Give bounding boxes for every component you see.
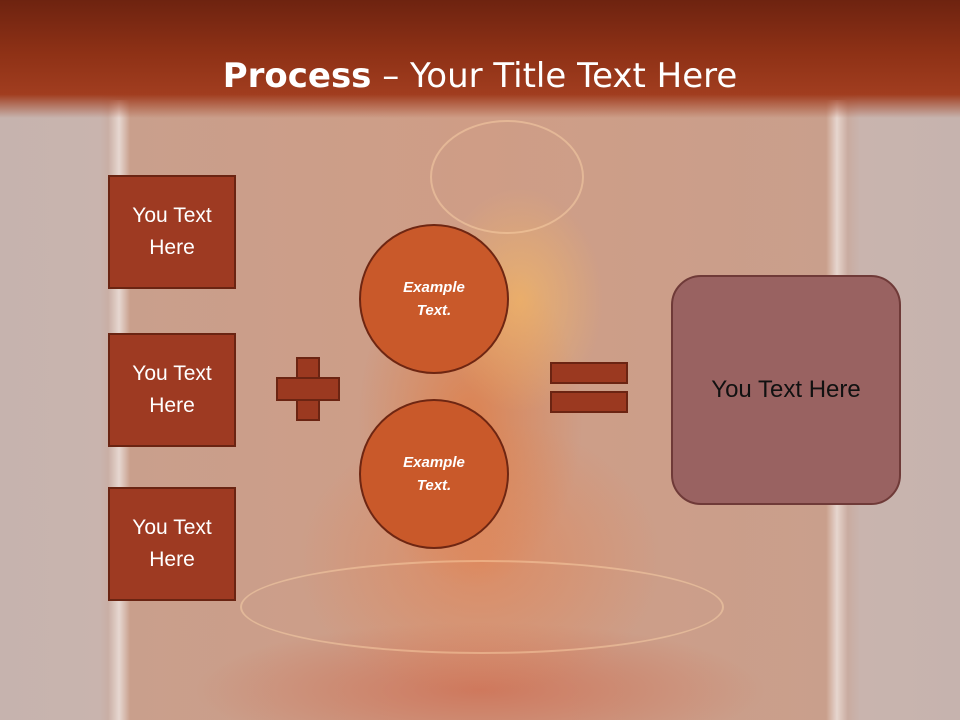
operand-circle-1: Example Text. bbox=[359, 224, 509, 374]
operand-label: Example Text. bbox=[403, 279, 465, 319]
result-box: You Text Here bbox=[671, 275, 901, 505]
ice-highlight bbox=[430, 120, 584, 234]
input-box-1: You Text Here bbox=[108, 175, 236, 289]
input-box-label: You Text Here bbox=[132, 362, 212, 417]
slide-title: Process – Your Title Text Here bbox=[0, 56, 960, 96]
result-label: You Text Here bbox=[711, 376, 861, 403]
slide-title-bold: Process bbox=[222, 56, 372, 96]
input-box-label: You Text Here bbox=[132, 516, 212, 571]
title-bar bbox=[0, 0, 960, 118]
liquid-swirl bbox=[240, 560, 724, 654]
equals-bar-top bbox=[550, 362, 628, 384]
operand-label: Example Text. bbox=[403, 454, 465, 494]
input-box-label: You Text Here bbox=[132, 204, 212, 259]
slide-title-rest: – Your Title Text Here bbox=[371, 56, 738, 96]
operand-circle-2: Example Text. bbox=[359, 399, 509, 549]
input-box-3: You Text Here bbox=[108, 487, 236, 601]
plus-icon bbox=[276, 357, 340, 421]
equals-bar-bottom bbox=[550, 391, 628, 413]
input-box-2: You Text Here bbox=[108, 333, 236, 447]
